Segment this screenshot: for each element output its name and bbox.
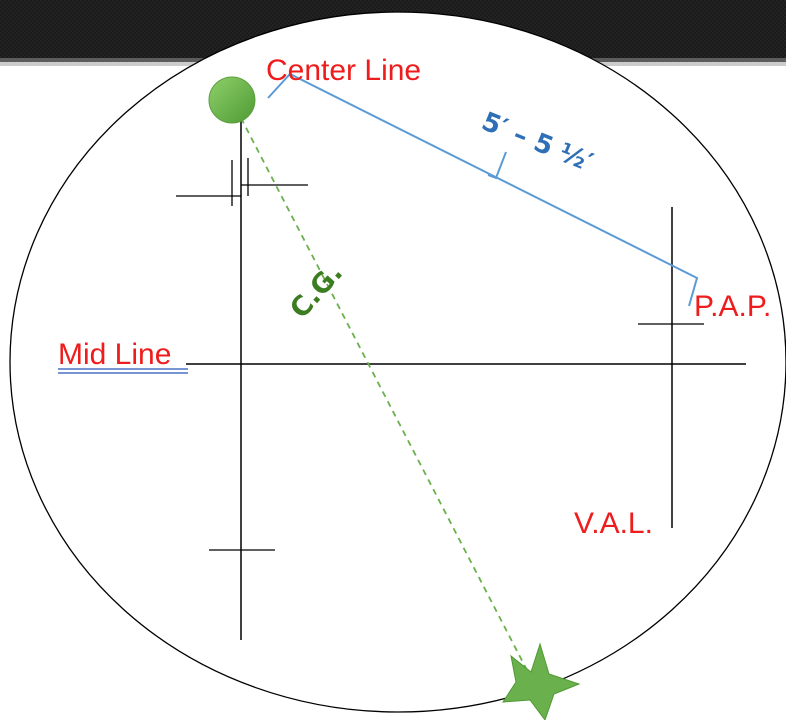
center-line-label: Center Line [266,54,421,87]
distance-bracket-notch [487,151,507,180]
val-label: V.A.L. [574,507,653,540]
board-ellipse [9,11,786,713]
mid-line-label: Mid Line [58,338,171,371]
green-circle-icon [208,76,256,124]
cg-dashed-path [240,117,531,677]
pap-label: P.A.P. [694,290,771,323]
green-star-icon [502,642,581,720]
